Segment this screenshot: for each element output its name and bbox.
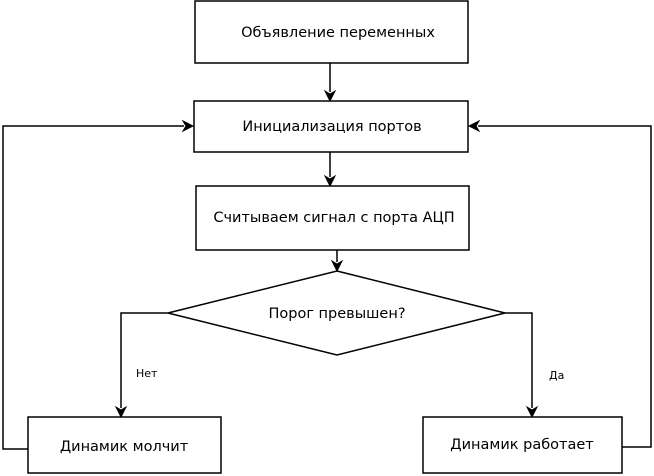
node-label-threshold: Порог превышен? bbox=[268, 306, 405, 322]
process-box-read bbox=[195, 185, 470, 251]
node-speaker-silent: Динамик молчит bbox=[27, 416, 222, 474]
edge-decision-to-silent bbox=[120, 312, 168, 408]
arrowhead-decision-to-active bbox=[525, 405, 539, 419]
process-box-active bbox=[422, 416, 623, 474]
process-box-init bbox=[193, 100, 469, 153]
process-box-silent bbox=[27, 416, 222, 474]
edge-label-yes: Да bbox=[549, 369, 564, 382]
edge-active-to-init bbox=[478, 125, 652, 448]
arrowhead-read-to-decision bbox=[330, 259, 344, 273]
node-read-adc: Считываем сигнал с порта АЦП bbox=[195, 185, 470, 251]
arrowhead-silent-to-init bbox=[181, 119, 195, 133]
edge-label-no: Нет bbox=[136, 367, 158, 380]
node-init-ports: Инициализация портов bbox=[193, 100, 469, 153]
node-label-declare: Объявление переменных bbox=[241, 25, 435, 41]
arrowhead-active-to-init bbox=[467, 119, 481, 133]
arrowhead-decision-to-silent bbox=[114, 405, 128, 419]
arrowhead-init-to-read bbox=[323, 174, 337, 188]
node-declare-variables: Объявление переменных bbox=[194, 0, 469, 64]
node-label-init: Инициализация портов bbox=[242, 119, 421, 135]
node-label-read: Считываем сигнал с порта АЦП bbox=[213, 210, 454, 226]
edge-decision-to-active bbox=[505, 312, 533, 408]
arrowhead-declare-to-init bbox=[323, 89, 337, 103]
node-label-silent: Динамик молчит bbox=[60, 439, 189, 455]
decision-diamond bbox=[167, 270, 506, 356]
node-label-active: Динамик работает bbox=[450, 437, 594, 453]
node-threshold-decision: Порог превышен? bbox=[167, 270, 506, 356]
process-box-declare bbox=[194, 0, 469, 64]
edge-silent-to-init bbox=[2, 125, 184, 450]
node-speaker-active: Динамик работает bbox=[422, 416, 623, 474]
edges bbox=[2, 63, 652, 450]
